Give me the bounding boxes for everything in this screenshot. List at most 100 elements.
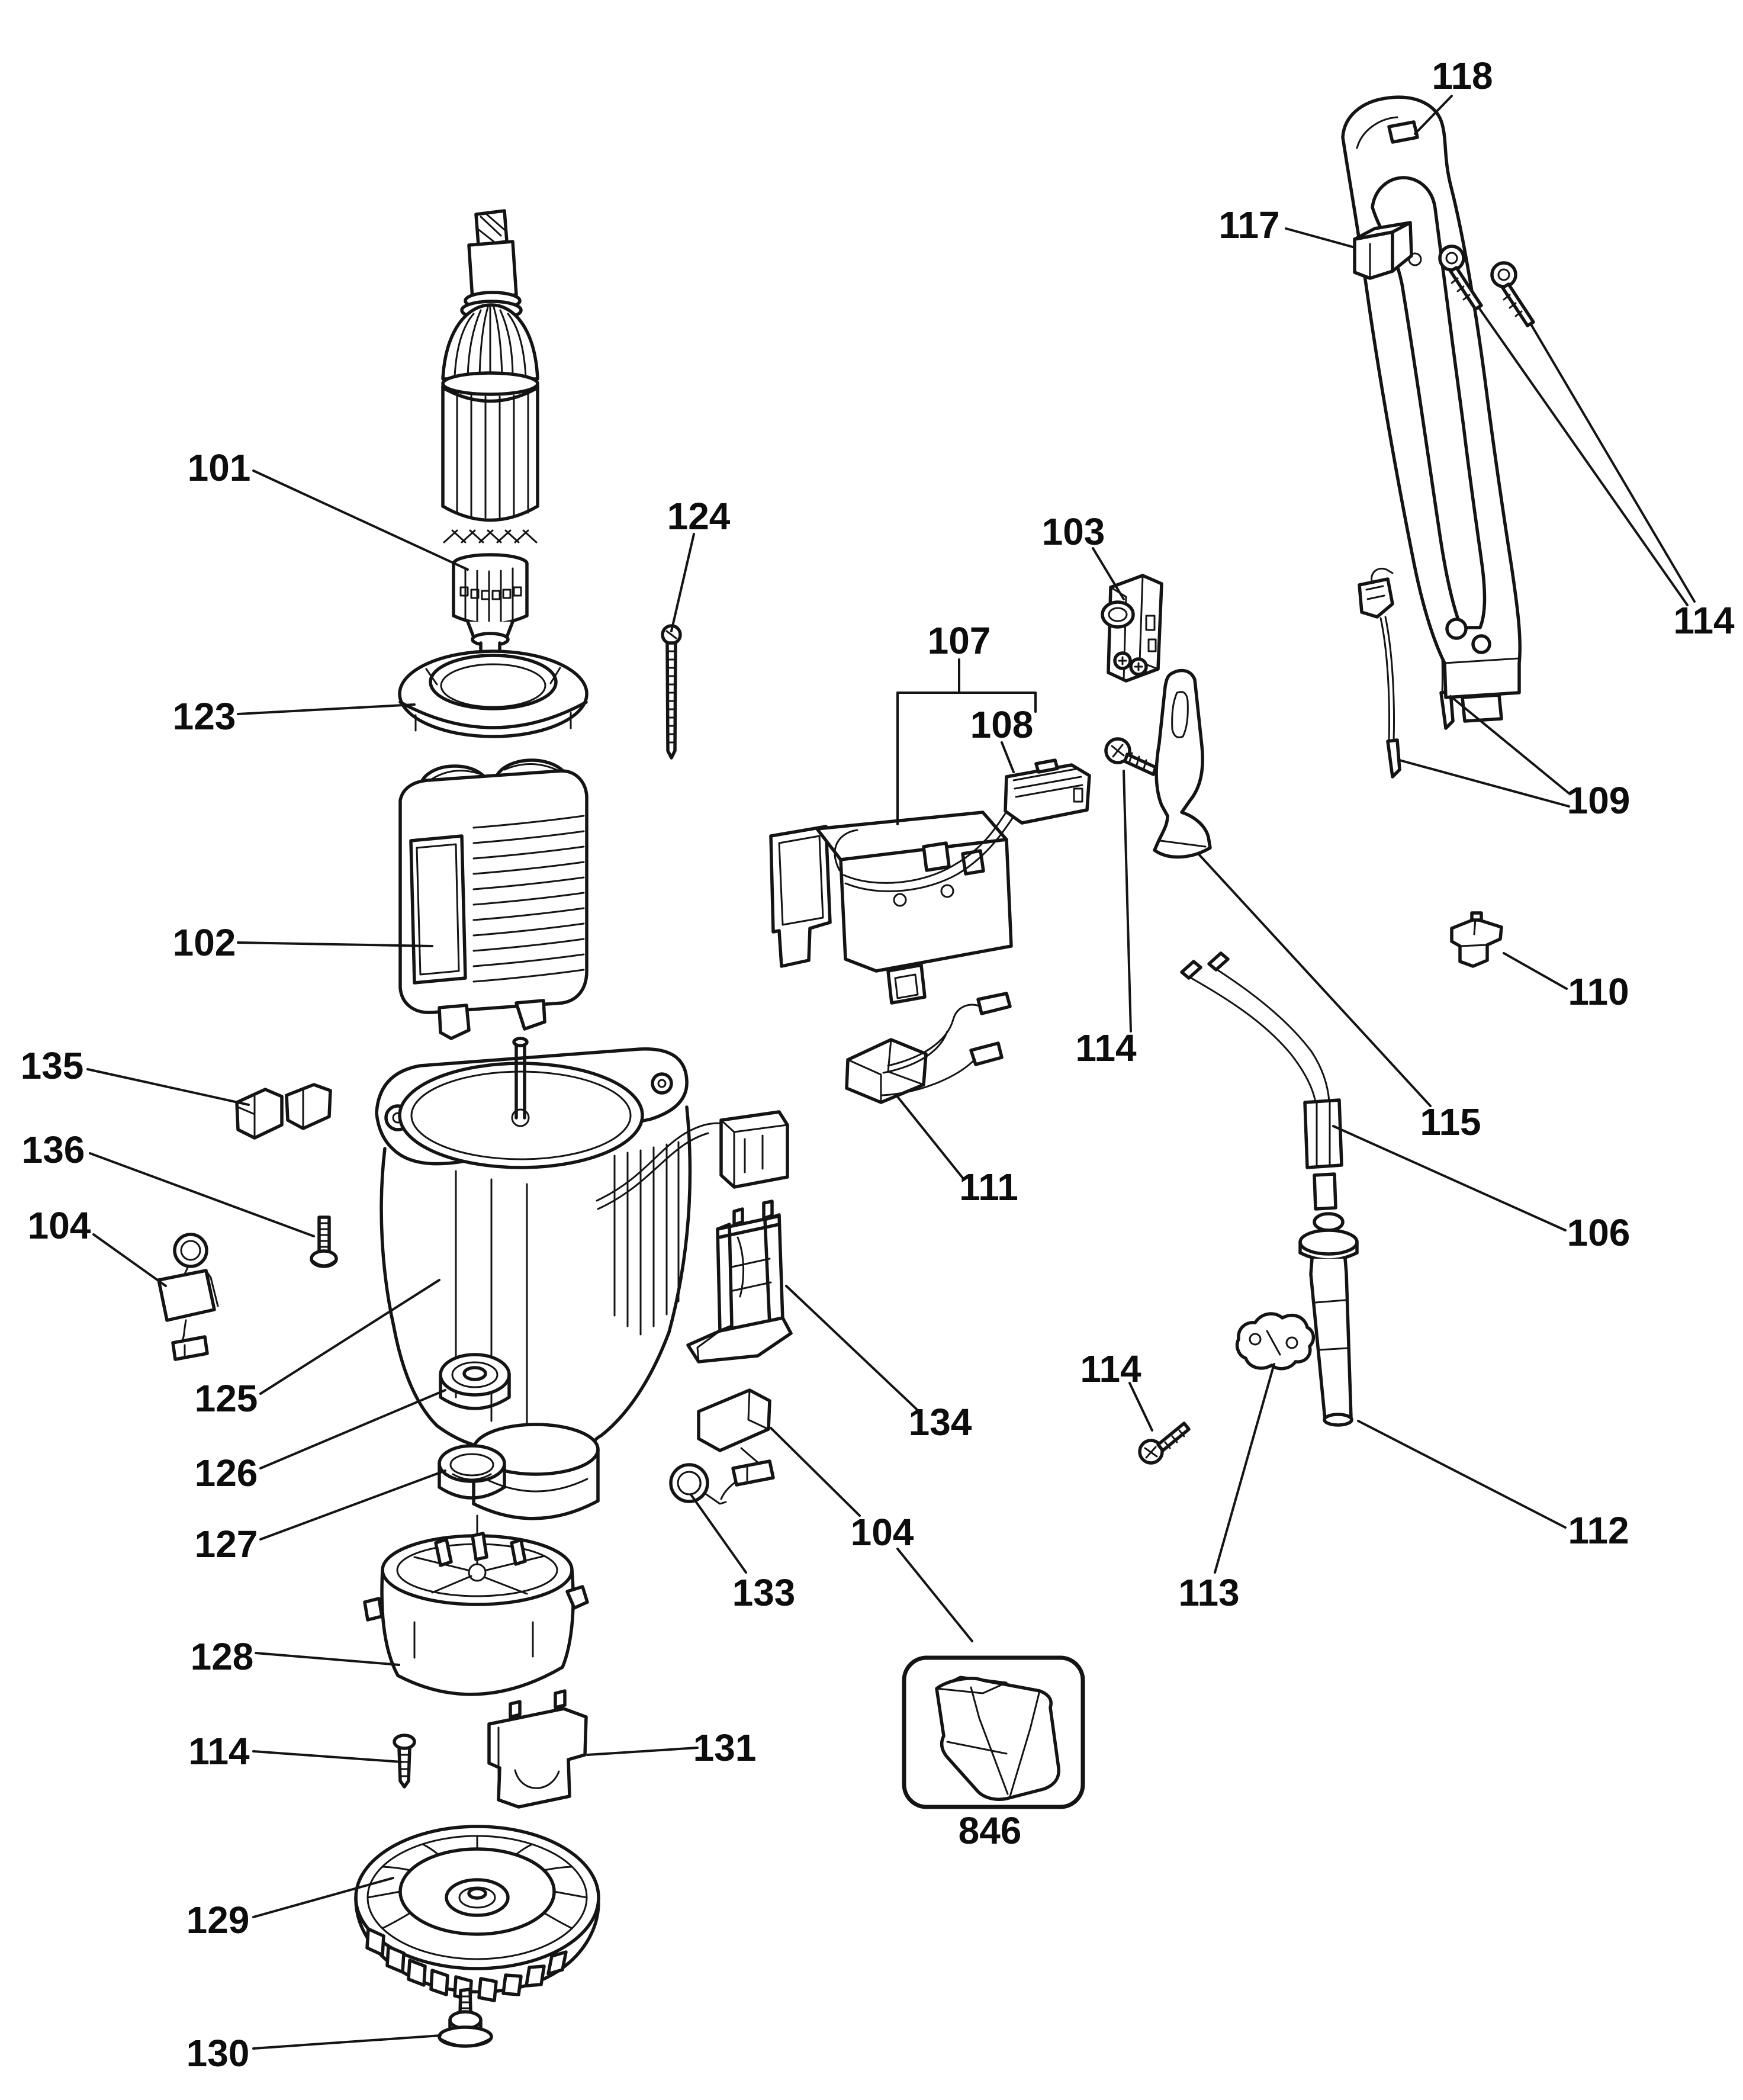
callout-leader-133	[690, 1494, 747, 1574]
part-field-lead-plug	[719, 1110, 789, 1189]
callout-leader-108	[1001, 741, 1015, 773]
part-cord-106	[1180, 951, 1343, 1211]
callout-leader-114-handle	[1530, 323, 1696, 603]
callout-leader-127	[259, 1469, 446, 1541]
callout-leader-113	[1214, 1363, 1275, 1574]
part-connector-108	[1004, 758, 1091, 825]
callout-128: 128	[191, 1635, 400, 1678]
callout-101: 101	[188, 446, 469, 571]
part-brush-holder-134	[686, 1199, 793, 1363]
callout-104-kit: 104	[770, 1427, 973, 1642]
part-number-label-114-clamp: 114	[1080, 1348, 1141, 1390]
part-number-label-102: 102	[173, 921, 236, 964]
callout-leader-104-kit	[770, 1427, 861, 1517]
part-brush-spring-133	[669, 1463, 727, 1505]
callout-leader-114-switch	[1123, 770, 1132, 1033]
part-end-cap-ring-123	[398, 649, 588, 738]
part-number-label-131: 131	[693, 1726, 757, 1769]
part-terminal-clip-110	[1450, 911, 1503, 968]
part-lock-clip-117	[1353, 221, 1422, 280]
part-number-label-118: 118	[1432, 54, 1493, 97]
callout-leader-136	[89, 1152, 315, 1237]
part-number-label-104-kit: 104	[851, 1511, 914, 1554]
part-number-label-101: 101	[188, 446, 251, 489]
callout-134: 134	[785, 1285, 972, 1443]
callout-114-handle: 114	[1478, 307, 1735, 642]
callout-leader-117	[1285, 227, 1356, 249]
callout-846: 846	[959, 1809, 1022, 1852]
part-screws-114-handle	[1438, 245, 1535, 327]
callout-leader-112	[1357, 1420, 1567, 1529]
part-number-label-123: 123	[173, 695, 236, 738]
callout-130: 130	[186, 2032, 442, 2075]
callout-leader-135	[86, 1068, 250, 1106]
callout-leader-102	[237, 941, 433, 947]
part-number-label-115: 115	[1420, 1101, 1481, 1143]
callout-leader-123	[237, 703, 416, 715]
callout-125: 125	[195, 1279, 440, 1420]
part-screw-124	[661, 624, 682, 760]
part-number-label-107: 107	[928, 619, 991, 662]
callout-110: 110	[1503, 952, 1629, 1013]
callout-leader-101	[252, 469, 469, 571]
callout-leader-131	[586, 1747, 699, 1756]
part-number-label-117: 117	[1218, 204, 1279, 246]
part-number-label-114-baffle: 114	[188, 1730, 250, 1773]
callout-114-switch: 114	[1075, 770, 1137, 1069]
part-number-label-106: 106	[1567, 1211, 1631, 1254]
callout-leader-128	[255, 1652, 400, 1666]
callout-103: 103	[1042, 510, 1125, 600]
part-bearing-126	[439, 1353, 511, 1410]
callout-115: 115	[1197, 853, 1481, 1143]
part-number-label-133: 133	[732, 1571, 796, 1614]
callout-117: 117	[1218, 204, 1356, 249]
callout-131: 131	[586, 1726, 757, 1769]
callout-leader-114-handle	[1478, 307, 1689, 606]
part-trigger-lever-115	[1153, 668, 1212, 859]
callout-leader-103	[1092, 547, 1125, 600]
part-number-label-104-left: 104	[28, 1204, 91, 1247]
part-screw-130	[438, 1988, 493, 2048]
callout-leader-111	[895, 1094, 965, 1181]
callout-leader-104-left	[92, 1233, 167, 1287]
callout-114-clamp: 114	[1080, 1348, 1153, 1432]
callout-leader-126	[259, 1389, 446, 1469]
part-number-label-103: 103	[1042, 510, 1105, 553]
callout-114-baffle: 114	[188, 1730, 403, 1773]
callout-leader-115	[1197, 853, 1432, 1107]
callout-leader-114-clamp	[1128, 1382, 1153, 1432]
part-number-label-136: 136	[22, 1128, 85, 1171]
callout-108: 108	[970, 703, 1033, 773]
callout-leader-110	[1503, 952, 1568, 990]
callout-135: 135	[21, 1044, 250, 1106]
part-brush-assembly-104-left	[157, 1233, 219, 1361]
callout-leader-130	[252, 2034, 442, 2050]
callout-102: 102	[173, 921, 433, 964]
callout-leader-134	[785, 1285, 918, 1410]
part-brush-holder-clips-135	[235, 1083, 332, 1140]
part-number-label-126: 126	[195, 1452, 258, 1494]
part-screw-114-switch	[1104, 737, 1157, 776]
part-number-label-112: 112	[1568, 1509, 1629, 1552]
callout-leader-118	[1414, 95, 1453, 135]
part-cord-clamp-113	[1235, 1312, 1316, 1371]
part-screw-114-baffle	[393, 1734, 416, 1789]
callout-109: 109	[1398, 695, 1631, 822]
callout-112: 112	[1357, 1420, 1629, 1552]
part-number-label-134: 134	[909, 1401, 972, 1443]
part-field-coil-102	[398, 758, 588, 1040]
callout-118: 118	[1414, 54, 1493, 135]
callout-leader-125	[259, 1279, 440, 1395]
callout-104-left: 104	[28, 1204, 167, 1287]
part-rubber-ring-127	[438, 1444, 506, 1500]
part-screw-114-clamp	[1138, 1422, 1191, 1465]
part-number-label-128: 128	[191, 1635, 254, 1678]
part-number-label-129: 129	[186, 1899, 250, 1941]
callout-leader-106	[1332, 1125, 1567, 1231]
part-number-label-109: 109	[1567, 779, 1631, 822]
part-screw-136	[310, 1215, 338, 1268]
callout-leader-109	[1449, 695, 1570, 795]
part-number-label-111: 111	[959, 1166, 1018, 1208]
callout-124: 124	[667, 495, 731, 632]
